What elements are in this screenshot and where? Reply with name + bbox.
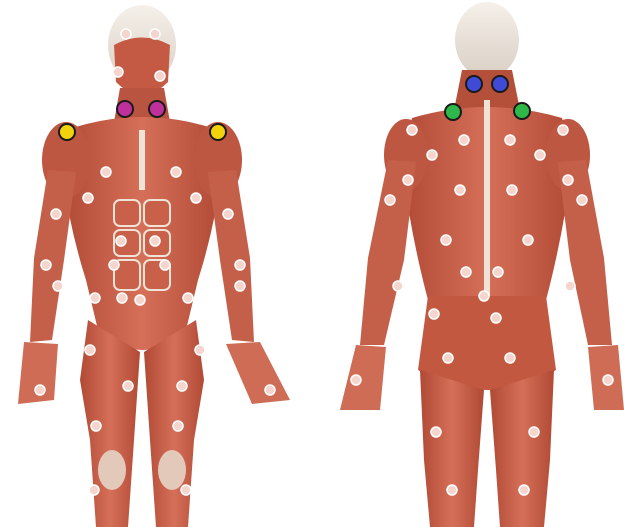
minor-point-marker xyxy=(461,267,471,277)
minor-point-marker xyxy=(351,375,361,385)
minor-point-marker xyxy=(558,125,568,135)
minor-point-marker xyxy=(385,195,395,205)
front-face xyxy=(114,38,170,96)
blue-marker-back-upper-neck-left xyxy=(466,76,482,92)
minor-point-marker xyxy=(160,260,170,270)
front-knee-right xyxy=(158,450,186,490)
yellow-marker-front-shoulder-left xyxy=(59,124,75,140)
minor-point-marker xyxy=(53,281,63,291)
minor-point-marker xyxy=(150,29,160,39)
minor-point-marker xyxy=(577,195,587,205)
minor-point-marker xyxy=(83,193,93,203)
minor-point-marker xyxy=(563,175,573,185)
minor-point-marker xyxy=(223,209,233,219)
minor-point-marker xyxy=(529,427,539,437)
minor-point-marker xyxy=(427,150,437,160)
blue-marker-back-upper-neck-right xyxy=(492,76,508,92)
minor-point-marker xyxy=(150,236,160,246)
front-view-body xyxy=(18,5,290,527)
minor-point-marker xyxy=(109,260,119,270)
minor-point-marker xyxy=(117,293,127,303)
minor-point-marker xyxy=(565,281,575,291)
minor-point-marker xyxy=(51,209,61,219)
minor-point-marker xyxy=(90,293,100,303)
minor-point-marker xyxy=(505,353,515,363)
minor-point-marker xyxy=(85,345,95,355)
minor-point-marker xyxy=(447,485,457,495)
back-arm-right xyxy=(558,160,612,345)
front-knee-left xyxy=(98,450,126,490)
magenta-marker-front-neck-left xyxy=(117,101,133,117)
magenta-marker-front-neck-right xyxy=(149,101,165,117)
back-arm-left xyxy=(360,160,416,345)
minor-point-marker xyxy=(429,309,439,319)
minor-point-marker xyxy=(507,185,517,195)
back-leg-left xyxy=(420,370,484,527)
back-hand-left xyxy=(340,345,386,410)
minor-point-marker xyxy=(505,135,515,145)
back-leg-right xyxy=(490,370,554,527)
back-skull xyxy=(455,2,519,78)
minor-point-marker xyxy=(459,135,469,145)
minor-point-marker xyxy=(41,260,51,270)
minor-point-marker xyxy=(519,485,529,495)
minor-point-marker xyxy=(155,71,165,81)
minor-point-marker xyxy=(135,295,145,305)
minor-point-marker xyxy=(431,427,441,437)
front-hand-right xyxy=(226,342,290,404)
minor-point-marker xyxy=(265,385,275,395)
minor-point-marker xyxy=(393,281,403,291)
front-sternum xyxy=(139,130,145,190)
minor-point-marker xyxy=(493,267,503,277)
minor-point-marker xyxy=(116,236,126,246)
minor-point-marker xyxy=(603,375,613,385)
minor-point-marker xyxy=(403,175,413,185)
minor-point-marker xyxy=(173,421,183,431)
minor-point-marker xyxy=(89,485,99,495)
minor-point-marker xyxy=(455,185,465,195)
minor-point-marker xyxy=(123,381,133,391)
minor-point-marker xyxy=(235,260,245,270)
minor-point-marker xyxy=(177,381,187,391)
front-arm-right xyxy=(208,170,254,342)
minor-point-marker xyxy=(101,167,111,177)
yellow-marker-front-shoulder-right xyxy=(210,124,226,140)
green-marker-back-trapezius-right xyxy=(514,103,530,119)
minor-point-marker xyxy=(235,281,245,291)
minor-point-marker xyxy=(443,353,453,363)
minor-point-marker xyxy=(171,167,181,177)
minor-point-marker xyxy=(523,235,533,245)
front-arm-left xyxy=(30,170,76,342)
minor-point-marker xyxy=(91,421,101,431)
minor-point-marker xyxy=(441,235,451,245)
minor-point-marker xyxy=(407,125,417,135)
green-marker-back-trapezius-left xyxy=(445,104,461,120)
back-spine xyxy=(484,100,490,300)
minor-point-marker xyxy=(491,313,501,323)
minor-point-marker xyxy=(535,150,545,160)
minor-point-marker xyxy=(195,345,205,355)
minor-point-marker xyxy=(479,291,489,301)
minor-point-marker xyxy=(121,29,131,39)
minor-point-marker xyxy=(35,385,45,395)
minor-point-marker xyxy=(113,67,123,77)
minor-point-marker xyxy=(183,293,193,303)
minor-point-marker xyxy=(181,485,191,495)
minor-point-marker xyxy=(191,193,201,203)
